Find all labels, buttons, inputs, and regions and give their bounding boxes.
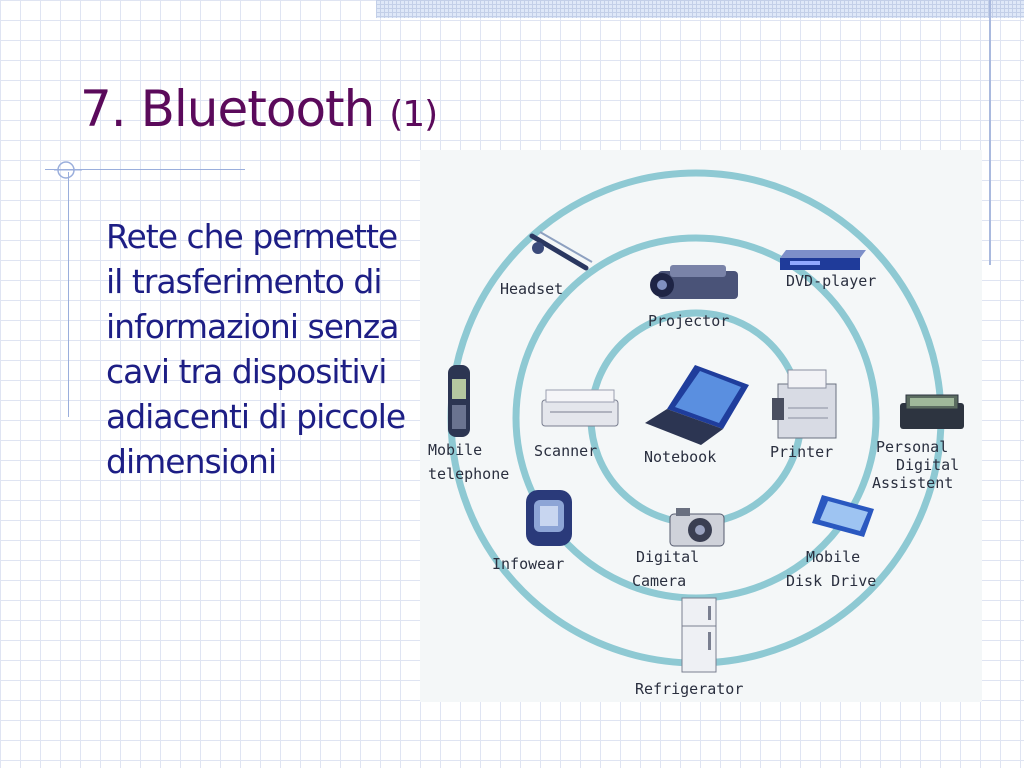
slide-title-main: 7. Bluetooth bbox=[80, 80, 375, 138]
label-printer: Printer bbox=[770, 443, 833, 461]
notebook-icon bbox=[645, 365, 749, 445]
label-mobile-disk-line2: Disk Drive bbox=[786, 572, 876, 590]
label-digital-camera-line2: Camera bbox=[632, 572, 686, 590]
label-refrigerator: Refrigerator bbox=[635, 680, 743, 698]
label-mobile-telephone-line1: Mobile bbox=[428, 441, 482, 459]
label-mobile-telephone-line2: telephone bbox=[428, 465, 509, 483]
title-rule-horizontal bbox=[45, 169, 245, 170]
dvd-player-icon bbox=[780, 250, 866, 270]
label-scanner: Scanner bbox=[534, 442, 597, 460]
right-decorative-line bbox=[989, 0, 991, 265]
bluetooth-diagram: Headset Projector DVD-player Mobile tele… bbox=[420, 150, 982, 702]
top-decorative-band bbox=[376, 0, 1024, 18]
personal-digital-assistant-icon bbox=[900, 394, 964, 429]
label-headset: Headset bbox=[500, 280, 563, 298]
slide-title-number: (1) bbox=[389, 94, 438, 135]
refrigerator-icon bbox=[681, 597, 717, 673]
label-dvd-player: DVD-player bbox=[786, 272, 876, 290]
label-infowear: Infowear bbox=[492, 555, 564, 573]
label-digital-camera-line1: Digital bbox=[636, 548, 699, 566]
title-rule-vertical bbox=[68, 172, 69, 417]
crosshair-bullet-icon bbox=[54, 161, 82, 179]
headset-icon bbox=[529, 231, 593, 271]
label-pda-line1: Personal bbox=[876, 438, 948, 456]
digital-camera-icon bbox=[669, 508, 725, 547]
slide-body-text: Rete che permette il trasferimento di in… bbox=[106, 217, 406, 481]
label-projector: Projector bbox=[648, 312, 729, 330]
scanner-icon bbox=[541, 389, 619, 427]
label-notebook: Notebook bbox=[644, 448, 716, 466]
mobile-telephone-icon bbox=[448, 365, 470, 437]
label-mobile-disk-line1: Mobile bbox=[806, 548, 860, 566]
printer-icon bbox=[772, 369, 837, 439]
label-pda-line3: Assistent bbox=[872, 474, 953, 492]
projector-icon bbox=[650, 265, 738, 299]
label-pda-line2: Digital bbox=[896, 456, 959, 474]
mobile-disk-drive-icon bbox=[812, 495, 874, 537]
infowear-icon bbox=[526, 490, 572, 546]
slide-title: 7. Bluetooth (1) bbox=[80, 84, 438, 135]
